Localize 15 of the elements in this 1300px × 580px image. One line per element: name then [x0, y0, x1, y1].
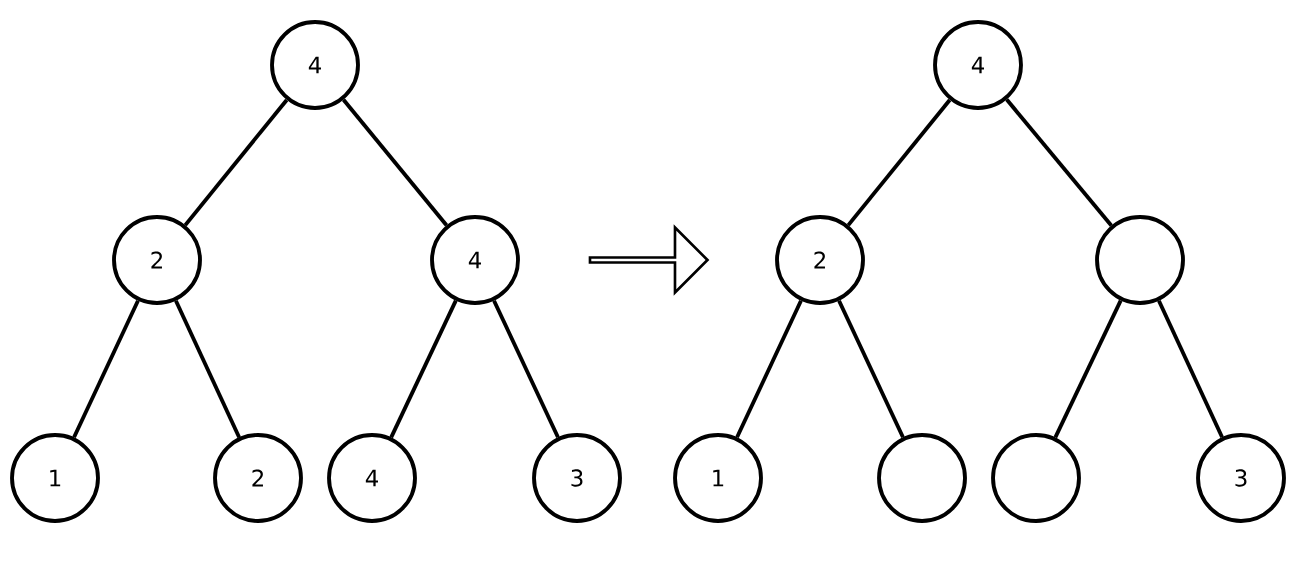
tree-edge [183, 98, 289, 227]
tree-edge [1157, 299, 1224, 439]
empty-circle [1095, 215, 1185, 305]
tree-edge [1005, 98, 1113, 227]
tree-edge [174, 299, 241, 439]
tree-edge [1053, 299, 1123, 439]
tree-edge [72, 299, 140, 439]
empty-circle [877, 433, 967, 523]
tree-edge [735, 299, 803, 439]
tree-edge [389, 299, 458, 439]
tree-edge [342, 98, 448, 227]
empty-circle [991, 433, 1081, 523]
tree-edge [846, 98, 952, 227]
tree-edge [837, 299, 905, 439]
tree-edge [492, 299, 560, 439]
